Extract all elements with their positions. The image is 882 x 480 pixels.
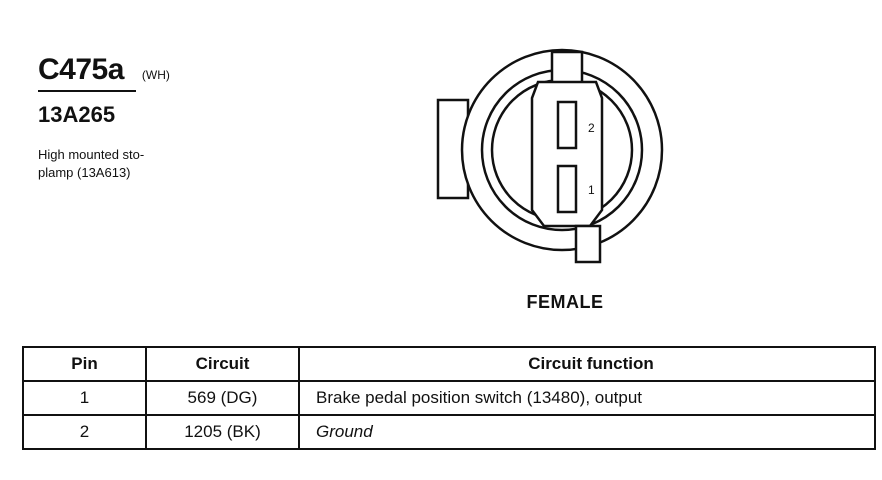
part-number: 13A265: [38, 102, 116, 127]
title-divider: [38, 90, 136, 92]
bottom-key-tab: [574, 224, 602, 264]
pin-2-label: 2: [588, 121, 595, 135]
terminal-insert: [530, 80, 604, 228]
row-pin: 2: [22, 414, 147, 450]
header-circuit-function: Circuit function: [298, 346, 876, 382]
row-pin: 1: [22, 380, 147, 416]
table-row: 2 1205 (BK) Ground: [22, 414, 876, 450]
connector-id: C475a: [38, 53, 124, 86]
pin-1-cavity: [556, 164, 578, 214]
table-row: 1 569 (DG) Brake pedal position switch (…: [22, 380, 876, 416]
top-key-notch: [550, 50, 584, 86]
header-pin: Pin: [22, 346, 147, 382]
row-circuit-function: Brake pedal position switch (13480), out…: [298, 380, 876, 416]
connector-face-diagram: 2 1: [436, 48, 664, 264]
pin-circuit-table: Pin Circuit Circuit function 1 569 (DG) …: [22, 346, 876, 450]
pin-1-label: 1: [588, 183, 595, 197]
header-circuit: Circuit: [145, 346, 300, 382]
row-circuit: 569 (DG): [145, 380, 300, 416]
component-description: High mounted sto- plamp (13A613): [38, 147, 145, 180]
connector-header: C475a (WH) 13A265 High mounted sto- plam…: [38, 52, 278, 182]
connector-title-row: C475a (WH): [38, 52, 278, 88]
connector-color-code: (WH): [141, 68, 170, 82]
table-header-row: Pin Circuit Circuit function: [22, 346, 876, 382]
row-circuit: 1205 (BK): [145, 414, 300, 450]
view-label: FEMALE: [526, 292, 604, 312]
pin-2-cavity: [556, 100, 578, 150]
row-circuit-function: Ground: [298, 414, 876, 450]
